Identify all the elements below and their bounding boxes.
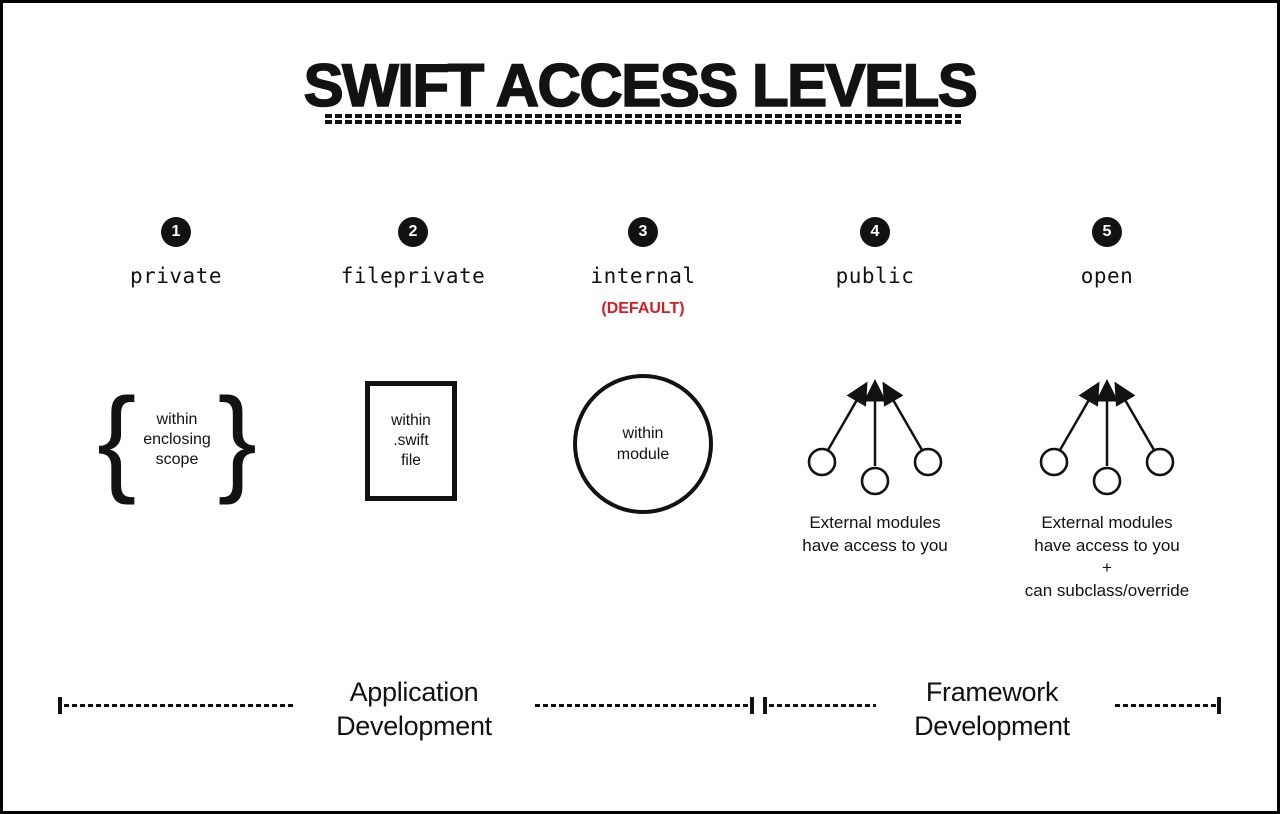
- level-name-public: public: [835, 264, 915, 288]
- title-underline: [325, 114, 961, 124]
- external-module-circle: [1092, 466, 1122, 496]
- caption-line: have access to you: [802, 535, 948, 555]
- page-title: SWIFT ACCESS LEVELS: [303, 51, 979, 120]
- figure-text-line: file: [401, 452, 421, 469]
- figure-text-line: within: [622, 425, 664, 442]
- public-caption: External modules have access to you: [755, 512, 995, 557]
- external-module-circle: [1039, 447, 1069, 477]
- axis-dashed-line: [1115, 704, 1219, 707]
- figure-text-line: .swift: [393, 432, 429, 449]
- figure-text-line: scope: [155, 451, 199, 468]
- application-development-label: Application Development: [274, 675, 554, 743]
- open-caption: External modules have access to you + ca…: [987, 512, 1227, 602]
- caption-line: can subclass/override: [1024, 580, 1190, 600]
- default-note: (DEFAULT): [601, 300, 685, 317]
- fileprivate-figure-text: within .swift file: [391, 411, 431, 471]
- caption-line: External modules: [1041, 513, 1173, 532]
- caption-line: +: [1102, 558, 1112, 577]
- external-module-circle: [807, 447, 837, 477]
- axis-label-line: Development: [336, 711, 492, 741]
- axis-label-line: Application: [349, 677, 479, 707]
- axis-tick: [1217, 697, 1221, 714]
- external-module-circle: [1145, 447, 1175, 477]
- level-3-badge: 3: [628, 217, 658, 247]
- external-module-circle: [860, 466, 890, 496]
- axis-label-line: Development: [914, 711, 1070, 741]
- underline-dash-row: [325, 120, 961, 124]
- axis-dashed-line: [535, 704, 751, 707]
- caption-line: have access to you: [1034, 535, 1180, 555]
- level-2-badge: 2: [398, 217, 428, 247]
- axis-tick: [763, 697, 767, 714]
- level-name-open: open: [1080, 264, 1134, 288]
- underline-dash-row: [325, 114, 961, 118]
- left-brace-icon: {: [97, 374, 137, 506]
- level-name-internal: internal: [590, 264, 696, 288]
- axis-label-line: Framework: [925, 677, 1059, 707]
- level-4-badge: 4: [860, 217, 890, 247]
- figure-text-line: enclosing: [143, 431, 211, 448]
- level-1-badge: 1: [161, 217, 191, 247]
- fileprivate-file-figure: within .swift file: [365, 381, 457, 501]
- figure-text-line: within: [156, 411, 198, 428]
- framework-development-label: Framework Development: [852, 675, 1132, 743]
- level-name-fileprivate: fileprivate: [340, 264, 486, 288]
- axis-dashed-line: [769, 704, 876, 707]
- level-5-badge: 5: [1092, 217, 1122, 247]
- figure-text-line: within: [391, 412, 431, 429]
- axis-tick: [750, 697, 754, 714]
- external-module-circle: [913, 447, 943, 477]
- private-scope-figure: { within enclosing scope }: [97, 374, 257, 506]
- open-arrows-graphic: [1039, 379, 1175, 496]
- axis-tick: [58, 697, 62, 714]
- internal-figure-text: within module: [617, 423, 669, 465]
- right-brace-icon: }: [217, 374, 257, 506]
- figure-text-line: module: [616, 446, 670, 463]
- axis-dashed-line: [64, 704, 296, 707]
- private-figure-text: within enclosing scope: [136, 410, 217, 470]
- level-name-private: private: [129, 264, 222, 288]
- public-arrows-graphic: [807, 379, 943, 496]
- caption-line: External modules: [809, 513, 941, 532]
- internal-module-figure: within module: [573, 374, 713, 514]
